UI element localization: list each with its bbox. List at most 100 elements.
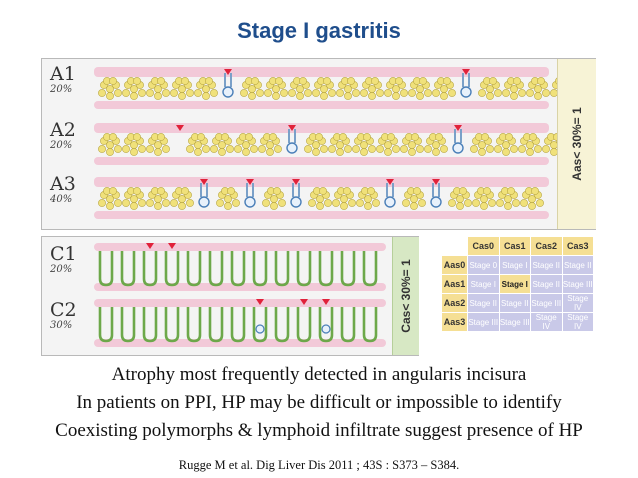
mucosa-band [94,123,549,133]
gland-lobule [106,148,114,156]
gland-lobule [504,202,512,210]
antrum-row-label: A3 40% [50,175,76,206]
gland-lobule [481,133,489,141]
metaplastic-gland-neck [288,129,296,143]
gland-lobule [424,89,432,97]
oxyntic-gland [362,251,378,287]
gland-cluster [402,187,426,210]
gland-lobule [218,148,226,156]
gland-lobule [316,202,324,210]
gland-cluster [146,77,170,100]
corpus-histology-diagram [94,243,386,347]
gland-lobule [392,92,400,100]
gland-lobule [513,77,521,85]
corpus-row-label: C1 20% [50,245,77,276]
staging-cell: Stage II [467,293,500,313]
gland-lobule [387,133,395,141]
gland-lobule [435,133,443,141]
gland-cluster [122,77,146,100]
gland-lobule [130,92,138,100]
submucosa-band [94,339,386,347]
gland-lobule [336,148,344,156]
oxyntic-gland [186,307,202,343]
gland-lobule [186,89,194,97]
gland-lobule [395,77,403,85]
antrum-histology-diagram [94,67,557,219]
gland-lobule [264,89,272,97]
gland-cluster [496,187,520,210]
corpus-row-label-c1: C1 [50,243,77,265]
metaplastic-gland-neck [454,129,462,143]
staging-row: Aas0 Stage 0 Stage I Stage II Stage II [441,255,594,275]
gland-lobule [411,133,419,141]
corpus-row-pct-c1: 20% [50,264,73,275]
gland-lobule [109,133,117,141]
gland-lobule [534,92,542,100]
metaplastic-gland-body [384,196,396,208]
gland-cluster [312,77,336,100]
gland-lobule [98,145,106,153]
gland-lobule [510,92,518,100]
gland-lobule [502,148,510,156]
gland-lobule [489,77,497,85]
gland-lobule [272,92,280,100]
gland-cluster [98,77,122,100]
gland-lobule [526,89,534,97]
antrum-score-label: Aas< 30%= 1 [570,107,584,181]
gland-lobule [224,202,232,210]
gland-lobule [352,89,360,97]
atrophy-marker [454,125,462,131]
metaplastic-gland [384,183,396,208]
gland-lobule [392,145,400,153]
gland-lobule [339,133,347,141]
gland-cluster [352,133,376,156]
metaplastic-gland [452,129,464,154]
gland-lobule [464,199,472,207]
metaplastic-gland [222,73,234,98]
gland-lobule [550,89,557,97]
staging-table: Cas0 Cas1 Cas2 Cas3 Aas0 Stage 0 Stage I… [441,236,594,332]
gland-lobule [360,89,368,97]
oxyntic-gland [274,307,290,343]
gland-cluster [146,133,170,156]
gland-lobule [202,145,210,153]
atrophy-marker [246,179,254,185]
gland-lobule [483,187,491,195]
staging-cell: Stage IV [561,312,594,332]
gland-lobule [205,77,213,85]
gland-lobule [312,148,320,156]
gland-cluster [502,77,526,100]
gland-lobule [416,145,424,153]
gland-lobule [146,199,154,207]
gland-lobule [536,199,544,207]
gland-lobule [227,187,235,195]
gland-lobule [319,187,327,195]
gland-lobule [133,77,141,85]
metaplastic-gland-body [430,196,442,208]
metaplastic-gland [255,324,265,334]
gland-lobule [496,199,504,207]
gland-lobule [146,145,154,153]
gland-lobule [273,187,281,195]
gland-cluster [356,187,380,210]
atrophy-marker [224,69,232,75]
gland-lobule [251,77,259,85]
gland-lobule [178,202,186,210]
corpus-score-label: Cas< 30%= 1 [399,259,413,333]
oxyntic-gland [318,251,334,287]
gland-lobule [534,145,542,153]
gland-lobule [274,145,282,153]
staging-col-header: Cas1 [498,236,531,256]
oxyntic-gland [362,307,378,343]
gland-lobule [529,133,537,141]
metaplastic-gland [244,183,256,208]
gland-lobule [98,89,106,97]
gland-lobule [550,148,557,156]
staging-cell: Stage III [498,312,531,332]
metaplastic-gland-body [452,142,464,154]
gland-lobule [402,199,410,207]
oxyntic-gland [120,251,136,287]
oxyntic-gland [340,251,356,287]
gland-lobule [194,89,202,97]
gland-lobule [308,199,316,207]
